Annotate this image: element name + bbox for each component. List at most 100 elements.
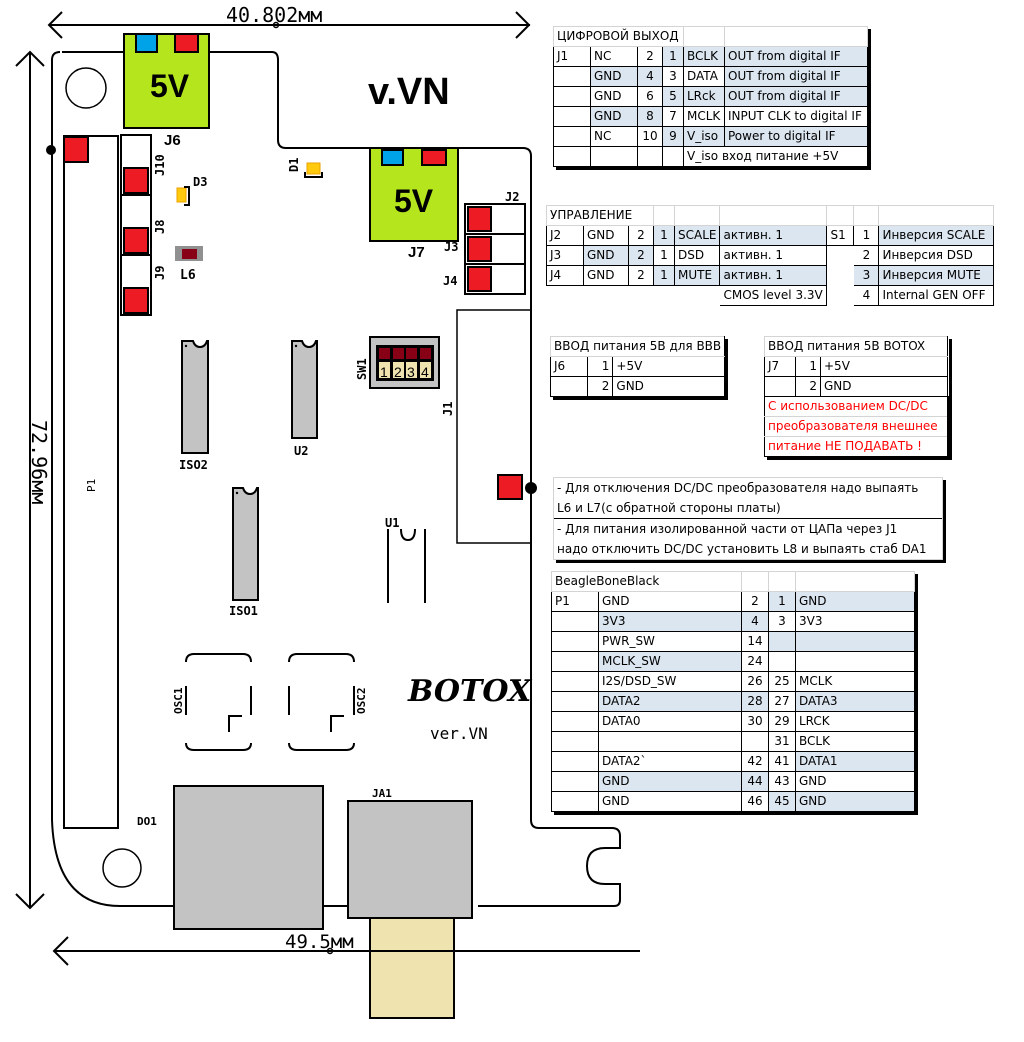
header-p1 xyxy=(63,135,119,829)
table-row: 2 GND xyxy=(549,376,726,397)
l6-label: L6 xyxy=(180,268,196,283)
table-row: NC 10 9 V_iso Power to digital IF xyxy=(553,126,868,147)
beaglebone-title: BeagleBoneBlack xyxy=(551,571,742,592)
notes-box: - Для отключения DC/DC преобразователя н… xyxy=(553,477,943,560)
dip-switch-sw1: 1 2 3 4 xyxy=(369,336,440,389)
connector-j7: 5V J7 xyxy=(369,147,459,261)
digital-out-title: ЦИФРОВОЙ ВЫХОД xyxy=(553,26,684,47)
j4-label: J4 xyxy=(443,274,457,288)
warning-line-3: питание xyxy=(768,439,825,453)
note-1-line-1: - Для отключения DC/DC преобразователя н… xyxy=(557,481,919,495)
cmos-level-note: CMOS level 3.3V xyxy=(719,285,828,306)
bottom-dimension-label: 49.5мм xyxy=(285,931,354,953)
component-do1 xyxy=(173,785,324,930)
iso1-label: ISO1 xyxy=(229,604,258,618)
note-1-line-2: L6 и L7(с обратной стороны платы) xyxy=(557,501,781,515)
table-row: J4 GND 2 1 MUTE активн. 1 3 Инверсия MUT… xyxy=(546,265,995,286)
power-bbb-table: ВВОД питания 5В для BBB J6 1 +5V 2 GND xyxy=(549,336,726,397)
width-dimension-label: 40.802мм xyxy=(226,3,322,27)
d1-label: D1 xyxy=(287,158,301,172)
osc2-label: OSC2 xyxy=(355,688,368,715)
control-title: УПРАВЛЕНИЕ xyxy=(546,205,654,226)
u1-label: U1 xyxy=(385,516,399,530)
audio-jack-ja1 xyxy=(54,800,640,1019)
j10-label: J10 xyxy=(153,154,167,176)
junction-dot xyxy=(46,145,56,155)
j9-label: J9 xyxy=(153,266,167,280)
power-botox-title: ВВОД питания 5В BOTOX xyxy=(764,336,948,357)
table-row: V_iso вход питание +5V xyxy=(553,146,868,167)
sw1-position-1: 1 xyxy=(380,364,388,380)
u2-label: U2 xyxy=(294,444,308,458)
control-table: УПРАВЛЕНИЕ J2 GND 2 1 SCALE активн. 1 S1… xyxy=(546,205,995,306)
ic-iso1 xyxy=(232,487,259,601)
beaglebone-connector: P1 xyxy=(551,591,599,612)
j3-label: J3 xyxy=(444,240,458,254)
height-dimension-arrow xyxy=(15,50,45,910)
width-dimension-arrow xyxy=(47,11,531,39)
table-row: J6 1 +5V xyxy=(549,356,726,377)
sw1-position-4: 4 xyxy=(421,364,429,380)
jumpers-j10-j8-j9 xyxy=(120,134,152,316)
table-row: J3 GND 2 1 DSD активн. 1 2 Инверсия DSD xyxy=(546,245,995,266)
version-label: v.VN xyxy=(368,71,450,113)
warning-line-2: преобразователя внешнее xyxy=(764,416,949,437)
j8-label: J8 xyxy=(153,220,167,234)
digital-out-footer: V_iso вход питание +5V xyxy=(683,146,868,167)
mounting-hole xyxy=(65,67,107,109)
j7-voltage-label: 5V xyxy=(394,183,434,219)
ic-iso2 xyxy=(181,340,209,454)
brand-version: ver.VN xyxy=(430,724,488,743)
table-row: GND 4 3 DATA OUT from digital IF xyxy=(553,66,868,87)
jumpers-j2-j3-j4 xyxy=(464,203,526,295)
j1-label: J1 xyxy=(441,402,455,416)
table-row: J2 GND 2 1 SCALE активн. 1 S1 1 Инверсия… xyxy=(546,225,995,246)
table-row: J1 NC 2 1 BCLK OUT from digital IF xyxy=(553,46,868,67)
iso2-label: ISO2 xyxy=(179,458,208,472)
mounting-hole xyxy=(102,848,142,888)
table-row: J7 1 +5V xyxy=(764,356,948,377)
j7-label: J7 xyxy=(408,244,425,261)
led-d3 xyxy=(176,186,190,206)
table-row: 2 GND xyxy=(764,376,948,397)
table-row: CMOS level 3.3V 4 Internal GEN OFF xyxy=(547,285,995,306)
led-d1 xyxy=(304,162,323,178)
note-2-line-2: надо отключить DC/DC установить L8 и вып… xyxy=(557,542,927,556)
digital-out-table: ЦИФРОВОЙ ВЫХОД J1 NC 2 1 BCLK OUT from d… xyxy=(553,26,868,167)
regulator-u1 xyxy=(387,528,426,603)
p1-label: P1 xyxy=(85,479,98,492)
sw1-position-3: 3 xyxy=(407,364,415,380)
osc1-label: OSC1 xyxy=(172,687,185,714)
power-botox-table: ВВОД питания 5В BOTOX J7 1 +5V 2 GND С и… xyxy=(764,336,949,457)
ic-u2 xyxy=(291,340,318,439)
ja1-label: JA1 xyxy=(372,787,392,800)
table-row: GND 6 5 LRck OUT from digital IF xyxy=(553,86,868,107)
brand-logo: BOTOX xyxy=(407,674,533,709)
sw1-label: SW1 xyxy=(355,358,369,380)
warning-emphasis: НЕ ПОДАВАТЬ ! xyxy=(824,439,922,453)
note-2-line-1: - Для питания изолированной части от ЦАП… xyxy=(554,518,942,539)
j2-label: J2 xyxy=(505,190,519,204)
connector-j1 xyxy=(456,309,532,544)
oscillator-osc2 xyxy=(288,653,355,751)
oscillator-osc1 xyxy=(185,653,252,751)
digital-out-connector: J1 xyxy=(553,46,591,67)
height-dimension-label: 72.96мм xyxy=(27,420,51,504)
power-bbb-title: ВВОД питания 5В для BBB xyxy=(549,336,726,357)
j6-voltage-label: 5V xyxy=(150,68,190,104)
board-outline xyxy=(51,51,621,907)
connector-j6: 5V J6 xyxy=(123,33,210,149)
